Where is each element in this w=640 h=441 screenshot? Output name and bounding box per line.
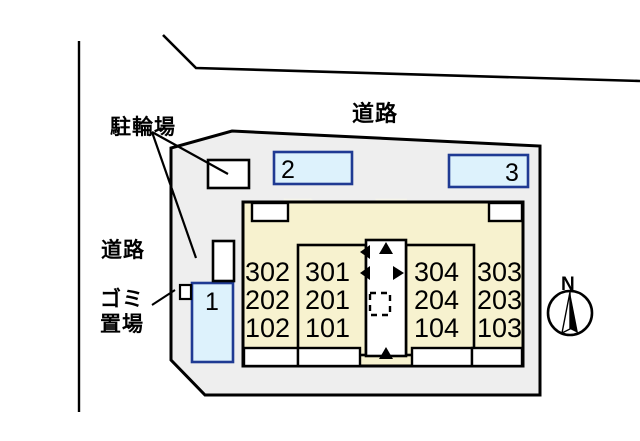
building-corner-box-left — [250, 201, 290, 223]
room-label-202: 202 — [245, 285, 291, 315]
room-label-303: 303 — [477, 257, 523, 287]
room-label-101: 101 — [305, 313, 351, 343]
balcony-box-1 — [242, 346, 300, 368]
bicycle-parking-box-upper — [206, 158, 251, 190]
compass-needle-light — [561, 291, 571, 335]
corridor-arrow-up-top — [379, 242, 393, 254]
room-label-301: 301 — [305, 257, 351, 287]
balcony-box-3 — [410, 346, 474, 368]
bicycle-parking-box-lower — [211, 239, 236, 283]
compass-needle-dark — [570, 292, 578, 333]
room-label-204: 204 — [414, 285, 460, 315]
parking-space-3-number: 3 — [505, 159, 519, 187]
leader-line-garbage — [151, 289, 176, 306]
corridor-arrow-up-bottom — [379, 347, 393, 359]
corridor-arrow-left-lower — [360, 266, 370, 280]
room-label-302: 302 — [245, 257, 291, 287]
parking-space-3[interactable] — [447, 153, 530, 189]
garbage-area-box — [178, 283, 193, 301]
road-top-boundary-line — [162, 34, 640, 83]
room-label-203: 203 — [477, 285, 523, 315]
balcony-box-2 — [296, 346, 362, 368]
building-corner-box-right — [487, 201, 524, 223]
room-label-201: 201 — [305, 285, 351, 315]
compass-rose — [546, 289, 594, 337]
leader-line-bicycle-upper — [151, 131, 229, 175]
label-road-left: 道路 — [101, 238, 145, 262]
room-label-103: 103 — [477, 313, 523, 343]
leader-line-bicycle-lower — [150, 131, 198, 259]
corridor-arrow-left-upper — [360, 245, 370, 259]
label-road-top: 道路 — [352, 102, 399, 127]
compass-north-label: N — [561, 274, 575, 295]
room-label-104: 104 — [414, 313, 460, 343]
label-garbage-area: ゴミ 置場 — [100, 287, 144, 337]
balcony-box-4 — [470, 346, 524, 368]
room-label-304: 304 — [414, 257, 460, 287]
parking-space-1-number: 1 — [205, 288, 219, 316]
corridor-arrow-right — [393, 266, 404, 280]
label-garbage-area-line1: ゴミ — [100, 287, 144, 311]
room-label-102: 102 — [245, 313, 291, 343]
label-garbage-area-line2: 置場 — [100, 312, 144, 336]
parking-space-2-number: 2 — [281, 156, 295, 184]
parking-space-1[interactable] — [190, 281, 235, 364]
parking-space-2[interactable] — [272, 150, 354, 186]
label-bicycle-parking: 駐輪場 — [110, 115, 176, 139]
central-corridor — [364, 238, 408, 358]
